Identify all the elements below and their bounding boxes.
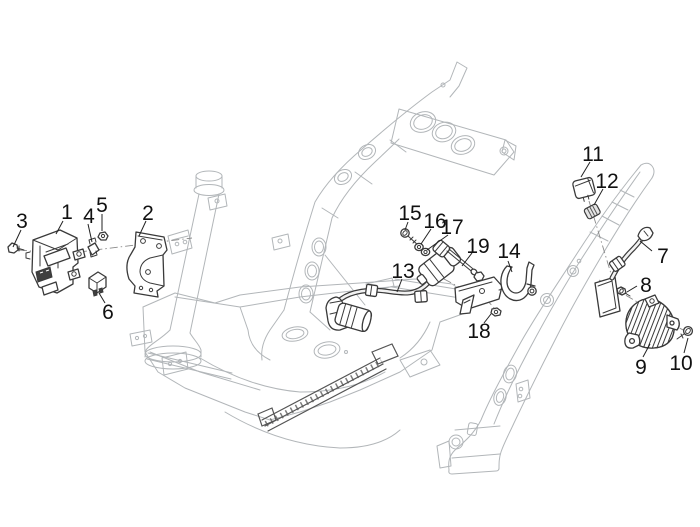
part-clip-4: [87, 237, 100, 258]
frame-background: [129, 61, 655, 475]
frame-backbone-beam: [271, 61, 517, 313]
callout-label-7[interactable]: 7: [657, 245, 669, 268]
part-bolt-8: [616, 286, 631, 297]
part-regulator-9: [624, 294, 680, 349]
callout-7[interactable]: 7: [639, 240, 669, 268]
callout-16[interactable]: 16: [420, 210, 447, 245]
part-relay-6: [88, 271, 107, 297]
part-spacer-12: [583, 203, 601, 220]
callout-8[interactable]: 8: [626, 274, 652, 297]
part-support-bracket-7: [594, 226, 654, 318]
callout-5[interactable]: 5: [96, 194, 108, 231]
callout-label-3[interactable]: 3: [16, 210, 28, 233]
callout-label-17[interactable]: 17: [440, 216, 463, 239]
callout-11[interactable]: 11: [580, 143, 604, 178]
frame-rear-spar: [436, 162, 655, 475]
callout-13[interactable]: 13: [391, 260, 415, 293]
part-ecu-control-unit: [25, 229, 86, 296]
part-nut-18: [490, 307, 502, 317]
part-relay-11: [572, 176, 596, 202]
callout-label-14[interactable]: 14: [497, 240, 521, 263]
callout-label-6[interactable]: 6: [102, 301, 114, 324]
callout-label-1[interactable]: 1: [61, 201, 73, 224]
part-washer-16: [414, 242, 424, 252]
frame-floor-rail: [257, 343, 399, 432]
callout-12[interactable]: 12: [593, 170, 619, 206]
callout-label-9[interactable]: 9: [635, 356, 647, 379]
parts: [7, 176, 694, 349]
callout-6[interactable]: 6: [98, 292, 114, 324]
callout-label-11[interactable]: 11: [582, 143, 604, 166]
callout-3[interactable]: 3: [12, 210, 28, 248]
callout-4[interactable]: 4: [83, 205, 95, 243]
callout-18[interactable]: 18: [467, 313, 492, 343]
part-stud-19: [432, 239, 485, 282]
callouts: 1 2 3 4 5 6 7 8: [12, 143, 693, 379]
callout-2[interactable]: 2: [138, 202, 154, 237]
frame-steering-column: [129, 170, 228, 370]
part-coil-bracket: [454, 276, 509, 315]
part-washer-17: [420, 247, 431, 257]
callout-label-15[interactable]: 15: [398, 202, 421, 225]
callout-label-13[interactable]: 13: [391, 260, 414, 283]
callout-label-4[interactable]: 4: [83, 205, 95, 228]
callout-label-8[interactable]: 8: [640, 274, 652, 297]
part-screw-10: [676, 325, 694, 340]
callout-14[interactable]: 14: [497, 240, 521, 273]
part-spark-cable-13: [325, 246, 462, 333]
part-hook-bracket-14: [500, 261, 537, 302]
callout-1[interactable]: 1: [55, 201, 73, 235]
frame-floor-pan: [142, 277, 471, 449]
callout-9[interactable]: 9: [635, 343, 651, 379]
callout-15[interactable]: 15: [398, 202, 422, 231]
callout-label-12[interactable]: 12: [595, 170, 618, 193]
callout-10[interactable]: 10: [669, 337, 693, 375]
callout-label-5[interactable]: 5: [96, 194, 108, 217]
part-nut-5: [97, 231, 109, 241]
callout-label-10[interactable]: 10: [669, 352, 692, 375]
part-screw-15: [400, 228, 420, 247]
callout-label-19[interactable]: 19: [466, 235, 489, 258]
callout-label-16[interactable]: 16: [423, 210, 446, 233]
callout-17[interactable]: 17: [426, 216, 464, 251]
callout-19[interactable]: 19: [461, 235, 490, 267]
part-bracket-2: [126, 231, 168, 298]
callout-label-2[interactable]: 2: [142, 202, 154, 225]
callout-label-18[interactable]: 18: [467, 320, 490, 343]
part-screw-3: [7, 242, 25, 254]
